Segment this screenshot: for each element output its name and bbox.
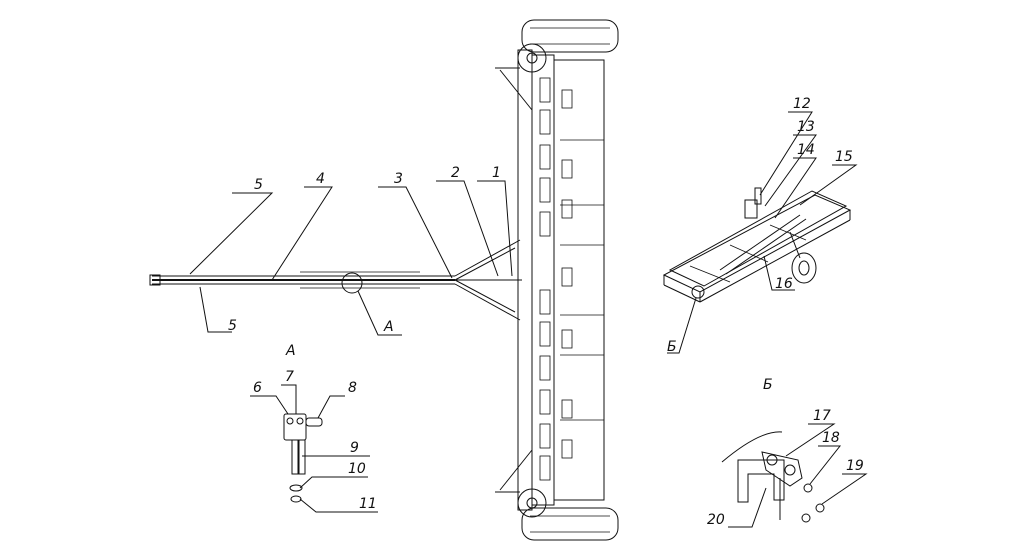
- callout-18: 18: [822, 430, 840, 446]
- callout-5-bottom: 5: [228, 318, 237, 334]
- callout-20: 20: [707, 512, 725, 528]
- callout-13: 13: [797, 119, 815, 135]
- callout-14: 14: [797, 142, 815, 158]
- transport-wheel-top: [517, 19, 619, 73]
- detail-a-circle: [341, 272, 363, 294]
- callout-2: 2: [451, 165, 460, 181]
- callout-3: 3: [394, 171, 403, 187]
- callout-10: 10: [348, 461, 366, 477]
- callout-16: 16: [775, 276, 793, 292]
- callout-7: 7: [285, 369, 294, 385]
- callout-8: 8: [348, 380, 357, 396]
- detail-b-circle: [691, 285, 705, 299]
- isometric-frame: [662, 187, 852, 303]
- toolbar-frame: [495, 49, 605, 511]
- callout-1: 1: [492, 165, 501, 181]
- detail-b-leaders: [728, 423, 868, 528]
- detail-a-leaders: [250, 384, 378, 513]
- detail-b-title: Б: [763, 377, 773, 393]
- callout-11: 11: [359, 496, 377, 512]
- detail-a-drawing: [283, 413, 323, 503]
- callout-5-top: 5: [254, 177, 263, 193]
- isometric-leaders: [667, 111, 858, 354]
- callout-15: 15: [835, 149, 853, 165]
- transport-wheel-bottom: [517, 488, 619, 541]
- callout-9: 9: [350, 440, 359, 456]
- callout-b: Б: [667, 339, 677, 355]
- callout-6: 6: [253, 380, 262, 396]
- callout-4: 4: [316, 171, 325, 187]
- support-wheel: [791, 252, 817, 284]
- detail-a-title: А: [285, 343, 296, 359]
- callout-labels: 5 4 3 2 1 5 А А 6 7 8 9 10 11 12 13 14 1…: [228, 96, 864, 528]
- callout-19: 19: [846, 458, 864, 474]
- callout-a: А: [383, 319, 394, 335]
- callout-12: 12: [793, 96, 811, 112]
- tine-units: [539, 77, 573, 481]
- main-leaders: [189, 180, 513, 336]
- detail-b-drawing: [721, 431, 825, 523]
- drawbar: [149, 239, 522, 321]
- callout-17: 17: [813, 408, 831, 424]
